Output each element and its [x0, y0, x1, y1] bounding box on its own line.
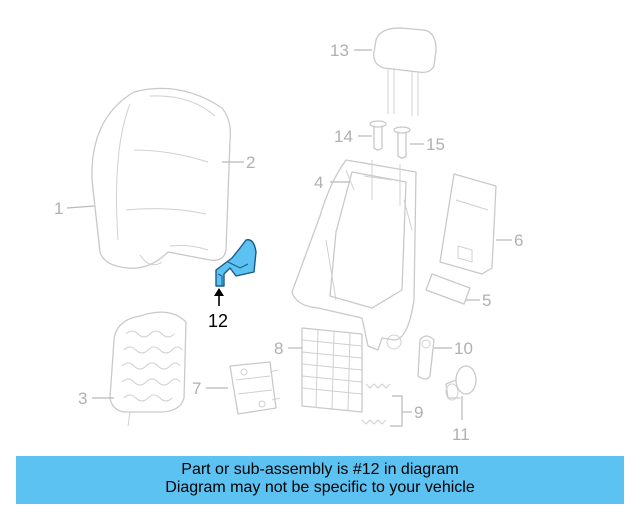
- seat-back-pad: [109, 311, 187, 427]
- callout-13: 13: [330, 41, 349, 60]
- callout-9: 9: [414, 403, 423, 422]
- callout-7: 7: [192, 379, 201, 398]
- callout-8: 8: [274, 339, 283, 358]
- callout-15: 15: [426, 135, 445, 154]
- callout-5: 5: [482, 291, 491, 310]
- callout-6: 6: [514, 231, 523, 250]
- callout-12: 12: [208, 311, 228, 331]
- callout-14: 14: [334, 127, 353, 146]
- seat-back-cover: [91, 87, 231, 269]
- callout-11: 11: [452, 425, 470, 444]
- callout-3: 3: [78, 389, 87, 408]
- seat-back-panel: [439, 173, 497, 275]
- springs: [361, 383, 391, 425]
- highlighted-part-bracket: [215, 239, 257, 287]
- suspension-mat: [301, 327, 363, 413]
- seat-back-frame: [291, 159, 417, 351]
- info-banner: Part or sub-assembly is #12 in diagram D…: [16, 456, 624, 504]
- callout-2: 2: [246, 153, 255, 172]
- callout-12-arrowhead: [214, 288, 224, 296]
- seat-small-pad: [425, 273, 471, 305]
- callout-10: 10: [454, 339, 473, 358]
- seat-parts-diagram: 1 2 3 4 5 6: [54, 27, 523, 444]
- banner-line-1: Part or sub-assembly is #12 in diagram: [181, 461, 459, 478]
- headrest-guide-14: [369, 120, 387, 151]
- adjustment-knob: [445, 365, 477, 401]
- callout-4: 4: [314, 173, 323, 192]
- headrest-guide-15: [393, 126, 411, 159]
- recliner-handle: [417, 335, 435, 380]
- callout-1: 1: [54, 199, 63, 218]
- lumbar-mechanism: [229, 361, 281, 415]
- headrest: [373, 27, 437, 116]
- banner-line-2: Diagram may not be specific to your vehi…: [165, 479, 475, 496]
